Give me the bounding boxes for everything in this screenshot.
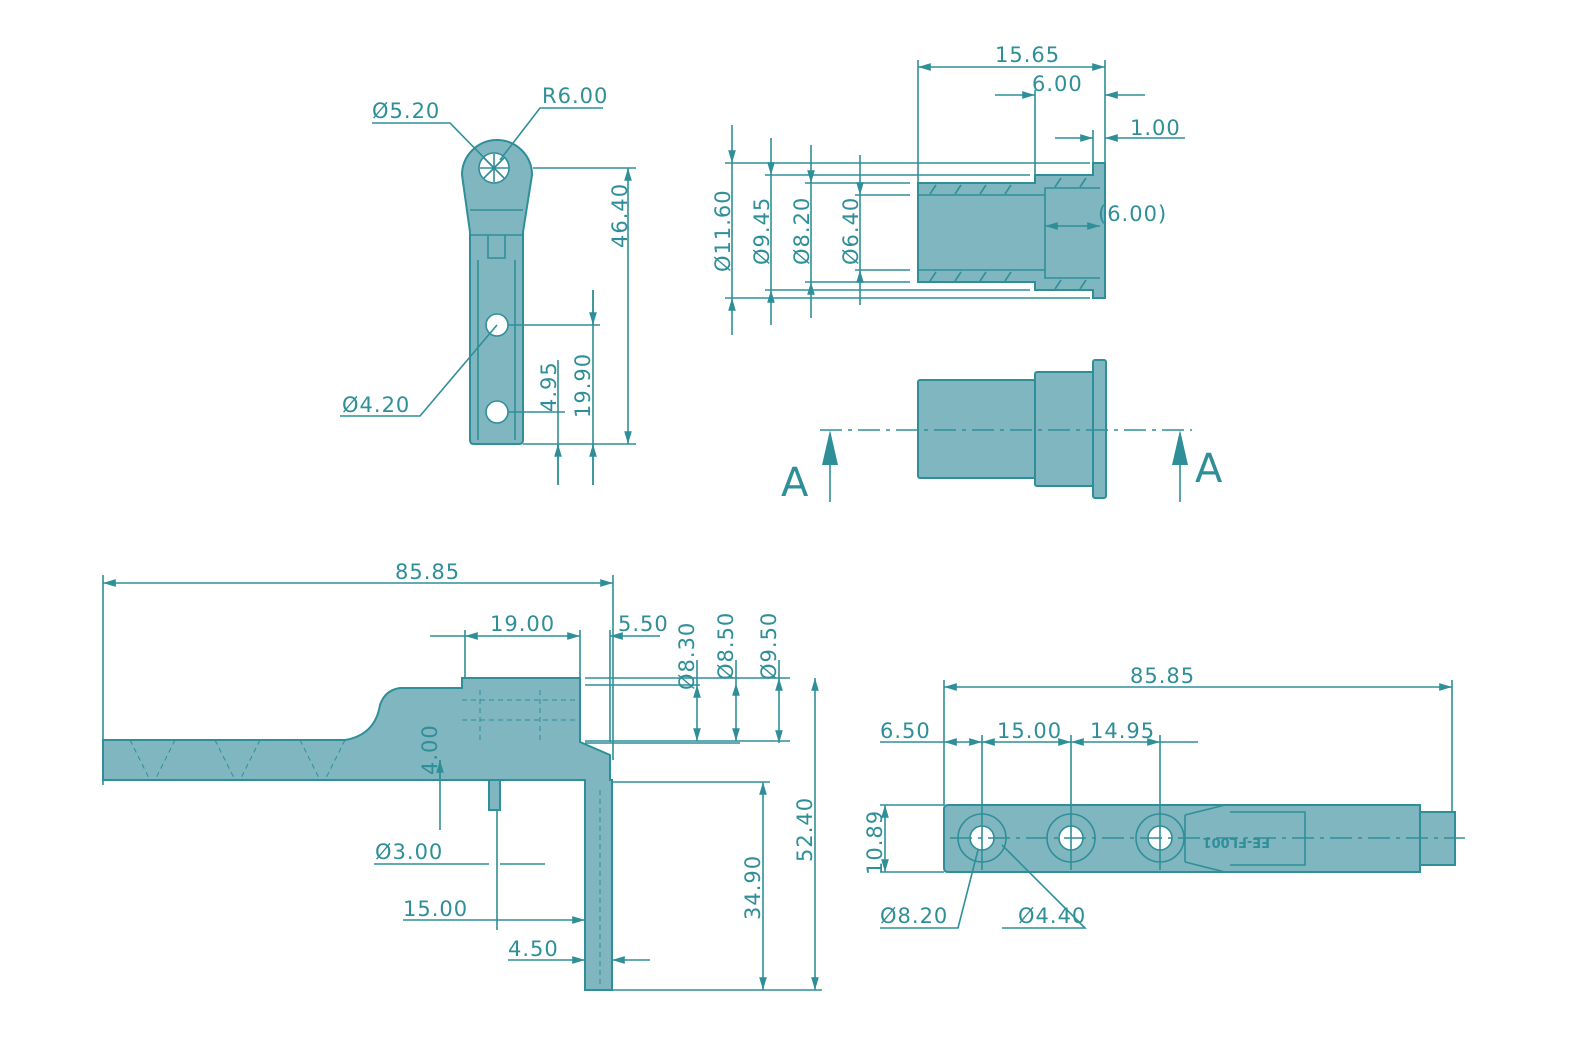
exterior-view: A A bbox=[781, 359, 1223, 506]
section-arrow-left bbox=[822, 430, 838, 465]
arm-view: Ø5.20 R6.00 Ø4.20 46.40 19.90 4.95 bbox=[340, 84, 636, 485]
section-view: 15.65 6.00 1.00 (6.00) Ø11.60 Ø9.45 Ø8.2… bbox=[711, 43, 1185, 335]
dim-d1: Ø11.60 bbox=[711, 189, 735, 272]
dim-leg-thickness: 4.50 bbox=[508, 937, 559, 961]
section-label-left: A bbox=[781, 460, 809, 506]
dim-hole-spacing: 19.90 bbox=[571, 353, 595, 418]
arm-body bbox=[460, 139, 534, 445]
pin bbox=[488, 779, 501, 811]
dim-pin: Ø3.00 bbox=[375, 840, 443, 864]
dim-length: 85.85 bbox=[1130, 664, 1195, 688]
dim-inner: Ø4.40 bbox=[1018, 904, 1086, 928]
dim-first: 6.50 bbox=[880, 719, 931, 743]
dim-d2: Ø9.45 bbox=[750, 197, 774, 265]
dim-bottom-offset: 4.95 bbox=[537, 361, 561, 412]
dim-counterbore: (6.00) bbox=[1098, 202, 1167, 226]
dim-radius: R6.00 bbox=[542, 84, 608, 108]
section-label-right: A bbox=[1195, 446, 1223, 492]
bushing-tube bbox=[917, 379, 1036, 479]
dim-step: 6.00 bbox=[1032, 72, 1083, 96]
dim-pin-pos: 15.00 bbox=[403, 897, 468, 921]
bottom-hole bbox=[485, 400, 509, 424]
bracket-body bbox=[102, 677, 613, 991]
dim-d4: Ø6.40 bbox=[839, 197, 863, 265]
section-arrow-right bbox=[1172, 430, 1188, 465]
dim-length: 15.65 bbox=[995, 43, 1060, 67]
bushing-step bbox=[1034, 371, 1096, 487]
dim-d2: Ø8.50 bbox=[714, 612, 738, 680]
dim-pitch2: 14.95 bbox=[1090, 719, 1155, 743]
dim-flange: 1.00 bbox=[1130, 116, 1181, 140]
dim-height: 52.40 bbox=[793, 797, 817, 862]
dim-height: 46.40 bbox=[608, 183, 632, 248]
dim-block: 19.00 bbox=[490, 612, 555, 636]
dim-thickness: 4.00 bbox=[418, 724, 442, 775]
dim-leg: 34.90 bbox=[741, 855, 765, 920]
dim-offset: 5.50 bbox=[618, 612, 669, 636]
dim-d3: Ø9.50 bbox=[757, 612, 781, 680]
dim-dia-hole: Ø4.20 bbox=[342, 393, 410, 417]
dim-width: 10.89 bbox=[863, 810, 887, 875]
dim-dia-top: Ø5.20 bbox=[372, 99, 440, 123]
bushing-flange bbox=[1092, 359, 1107, 499]
dim-outer: Ø8.20 bbox=[880, 904, 948, 928]
dim-d1: Ø8.30 bbox=[675, 622, 699, 690]
dim-d3: Ø8.20 bbox=[790, 197, 814, 265]
side-view: 85.85 19.00 5.50 Ø8.30 Ø8.50 Ø9.50 52.40… bbox=[102, 560, 822, 991]
dim-length: 85.85 bbox=[395, 560, 460, 584]
plan-view: FE-FL001 85.85 6.50 15.00 14.95 10.89 Ø8… bbox=[863, 664, 1465, 929]
part-marking: FE-FL001 bbox=[1203, 834, 1270, 849]
dim-pitch1: 15.00 bbox=[997, 719, 1062, 743]
